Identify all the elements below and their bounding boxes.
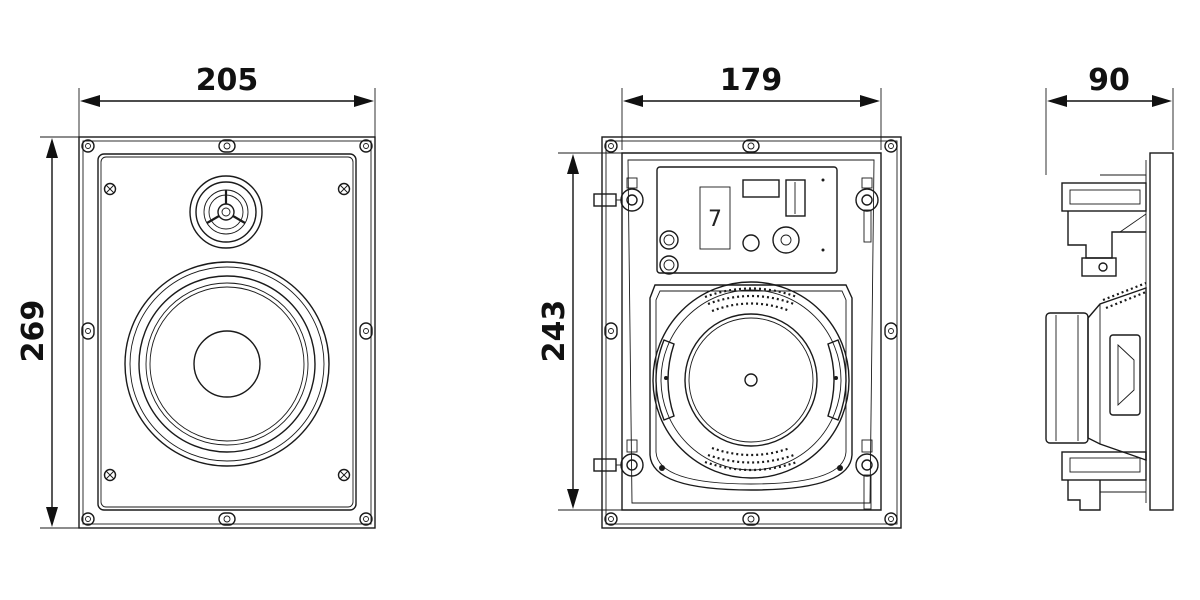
back-woofer-basket <box>649 281 853 491</box>
front-screws <box>103 182 351 482</box>
back-height-label: 243 <box>537 300 572 363</box>
back-width-label: 179 <box>720 63 783 98</box>
front-woofer <box>124 261 330 467</box>
side-depth-dimension: 90 <box>1045 63 1174 175</box>
front-view: 205 269 <box>16 63 376 529</box>
side-top-assembly <box>1061 174 1147 277</box>
front-width-dimension: 205 <box>78 63 376 137</box>
side-woofer-basket <box>1087 281 1147 461</box>
back-frame-slots <box>604 139 898 526</box>
back-height-dimension: 243 <box>537 152 622 511</box>
back-vent-holes-top <box>704 287 798 313</box>
front-width-label: 205 <box>196 63 259 98</box>
front-tweeter <box>189 175 263 249</box>
back-view: 179 243 <box>537 63 902 529</box>
front-frame-slots <box>81 139 373 526</box>
side-view: 90 <box>1045 63 1174 511</box>
back-mounting-clamps <box>593 177 879 510</box>
front-grille-panel <box>97 153 357 511</box>
front-height-dimension: 269 <box>16 136 79 529</box>
back-crossover-plate: 7 <box>656 166 838 275</box>
side-frame-edge <box>1149 152 1174 511</box>
back-vent-holes-bottom <box>704 446 798 472</box>
back-outer-frame <box>601 136 902 529</box>
front-outer-frame <box>78 136 376 529</box>
side-magnet <box>1045 312 1089 444</box>
back-cavity-outline <box>621 152 882 511</box>
terminal-marking: 7 <box>708 207 722 232</box>
back-width-dimension: 179 <box>621 63 882 150</box>
side-bottom-assembly <box>1061 451 1147 511</box>
front-height-label: 269 <box>16 300 51 363</box>
side-depth-label: 90 <box>1088 63 1130 98</box>
